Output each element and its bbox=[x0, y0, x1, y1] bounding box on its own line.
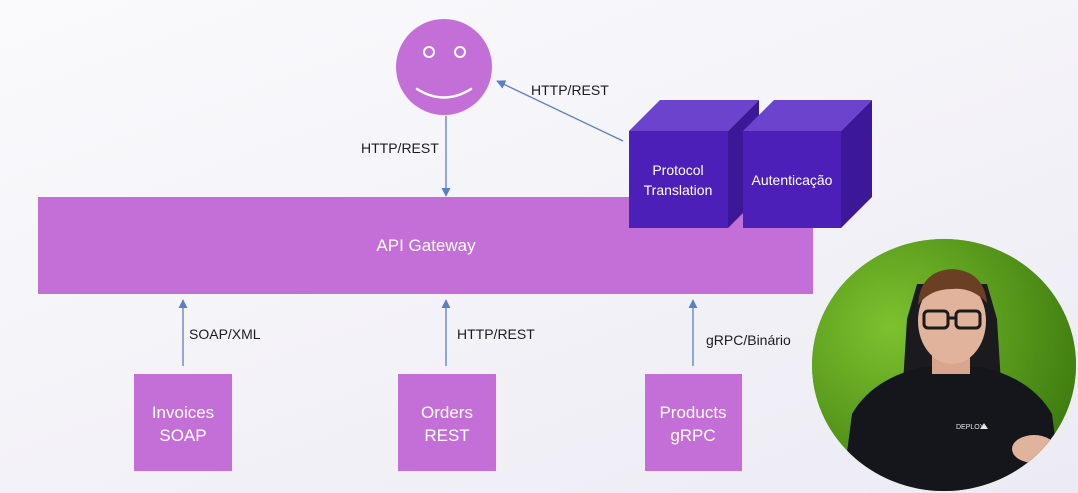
presenter-head bbox=[918, 278, 986, 364]
invoices-service-label-line1: Invoices bbox=[152, 403, 214, 422]
presenter-shirt bbox=[842, 367, 1062, 491]
presenter-webcam: DEPLOY bbox=[812, 239, 1076, 491]
authentication-cube: Autenticação bbox=[743, 100, 872, 228]
protocol-translation-label-line1: Protocol bbox=[652, 162, 703, 178]
products-arrow-label: gRPC/Binário bbox=[706, 332, 791, 348]
translation-to-user-arrow bbox=[496, 80, 624, 142]
protocol-translation-label-line2: Translation bbox=[644, 182, 713, 198]
orders-service-box bbox=[398, 374, 496, 471]
invoices-service-label-line2: SOAP bbox=[159, 426, 206, 445]
products-service-label-line1: Products bbox=[659, 403, 726, 422]
glasses-icon bbox=[922, 309, 982, 330]
orders-service-label-line1: Orders bbox=[421, 403, 473, 422]
protocol-translation-cube: Protocol Translation bbox=[629, 100, 759, 228]
api-gateway-label: API Gateway bbox=[376, 236, 476, 255]
translation-to-user-label: HTTP/REST bbox=[531, 82, 609, 98]
invoices-service-box bbox=[134, 374, 232, 471]
orders-service-label-line2: REST bbox=[424, 426, 469, 445]
shirt-logo: DEPLOY bbox=[956, 424, 985, 431]
products-service-box bbox=[645, 374, 742, 471]
products-service-label-line2: gRPC bbox=[670, 426, 715, 445]
smiley-face-icon bbox=[396, 19, 492, 115]
invoices-arrow-label: SOAP/XML bbox=[189, 326, 261, 342]
user-to-gateway-label: HTTP/REST bbox=[361, 140, 439, 156]
authentication-label: Autenticação bbox=[752, 172, 833, 188]
orders-arrow-label: HTTP/REST bbox=[457, 326, 535, 342]
